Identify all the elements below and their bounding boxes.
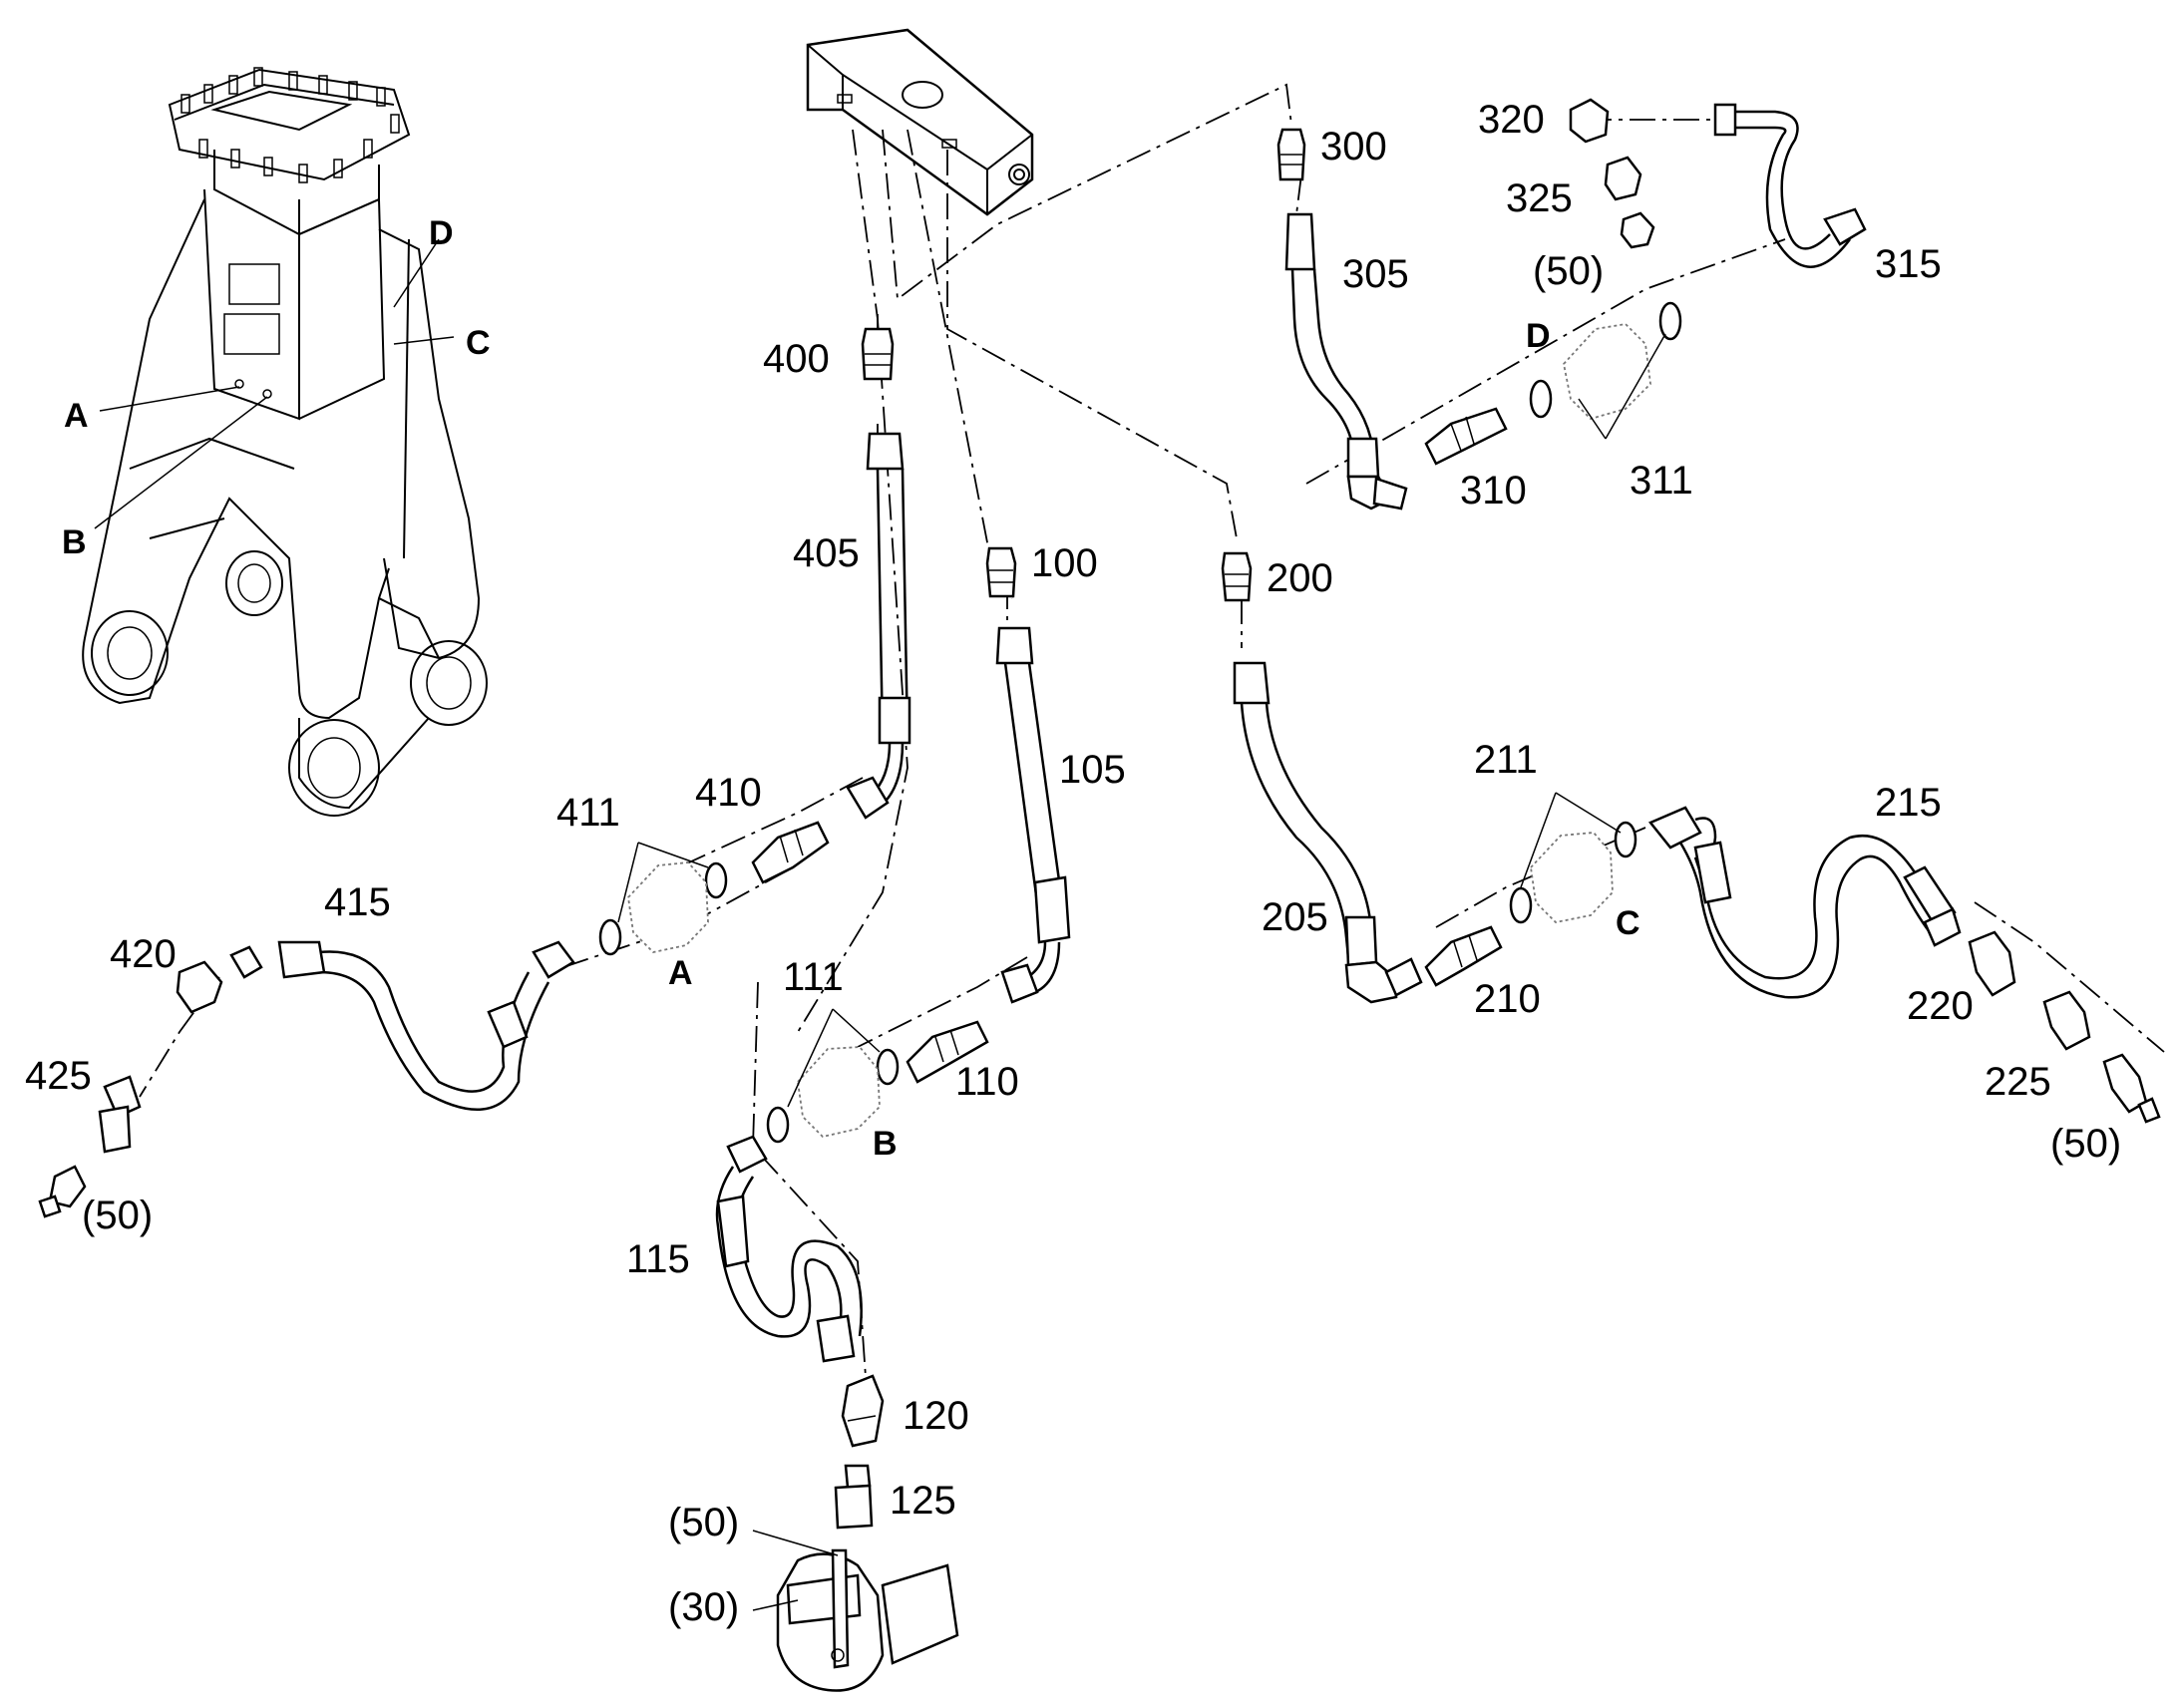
overview-letter-b: B <box>62 523 87 561</box>
circuit-300-drawing <box>1276 98 1867 511</box>
label-205: 205 <box>1262 895 1328 939</box>
label-305: 305 <box>1342 252 1409 296</box>
label-315: 315 <box>1875 242 1942 286</box>
label-50-left: (50) <box>82 1194 153 1237</box>
circuit-100-drawing <box>715 546 1071 1692</box>
label-210: 210 <box>1474 977 1541 1021</box>
label-300: 300 <box>1320 125 1387 169</box>
label-320: 320 <box>1478 98 1545 142</box>
bulkhead-letter-d: D <box>1526 317 1551 355</box>
label-311: 311 <box>1630 459 1693 503</box>
bulkhead-letter-b: B <box>873 1125 898 1163</box>
frame-overview-drawing <box>82 67 488 817</box>
assembly-centerlines <box>139 83 2165 1407</box>
valve-block-drawing <box>806 28 1034 216</box>
overview-letter-c: C <box>466 324 491 362</box>
label-50-top: (50) <box>1533 249 1604 293</box>
bulkhead-letter-c: C <box>1616 904 1640 942</box>
circuit-400-drawing <box>38 327 911 1218</box>
label-325: 325 <box>1506 176 1573 220</box>
label-410: 410 <box>695 771 762 815</box>
label-225: 225 <box>1985 1060 2051 1104</box>
label-100: 100 <box>1031 541 1098 585</box>
label-115: 115 <box>626 1237 690 1281</box>
label-105: 105 <box>1059 748 1126 792</box>
label-110: 110 <box>955 1060 1019 1104</box>
label-415: 415 <box>324 880 391 924</box>
circuit-200-drawing <box>1221 551 2161 1124</box>
label-50-bottom: (50) <box>668 1501 739 1544</box>
label-215: 215 <box>1875 781 1942 825</box>
label-411: 411 <box>556 791 620 835</box>
label-211: 211 <box>1474 738 1538 782</box>
label-120: 120 <box>903 1394 969 1438</box>
label-220: 220 <box>1907 984 1974 1028</box>
label-400: 400 <box>763 337 830 381</box>
label-425: 425 <box>25 1054 92 1098</box>
overview-letter-a: A <box>64 397 89 435</box>
label-111: 111 <box>783 955 844 999</box>
label-310: 310 <box>1460 469 1527 512</box>
label-405: 405 <box>793 531 860 575</box>
bulkhead-letter-a: A <box>668 954 693 992</box>
label-30: (30) <box>668 1585 739 1629</box>
label-200: 200 <box>1267 556 1333 600</box>
label-420: 420 <box>110 932 177 976</box>
overview-letter-d: D <box>429 214 454 252</box>
label-50-right: (50) <box>2050 1122 2121 1166</box>
label-125: 125 <box>890 1479 956 1523</box>
